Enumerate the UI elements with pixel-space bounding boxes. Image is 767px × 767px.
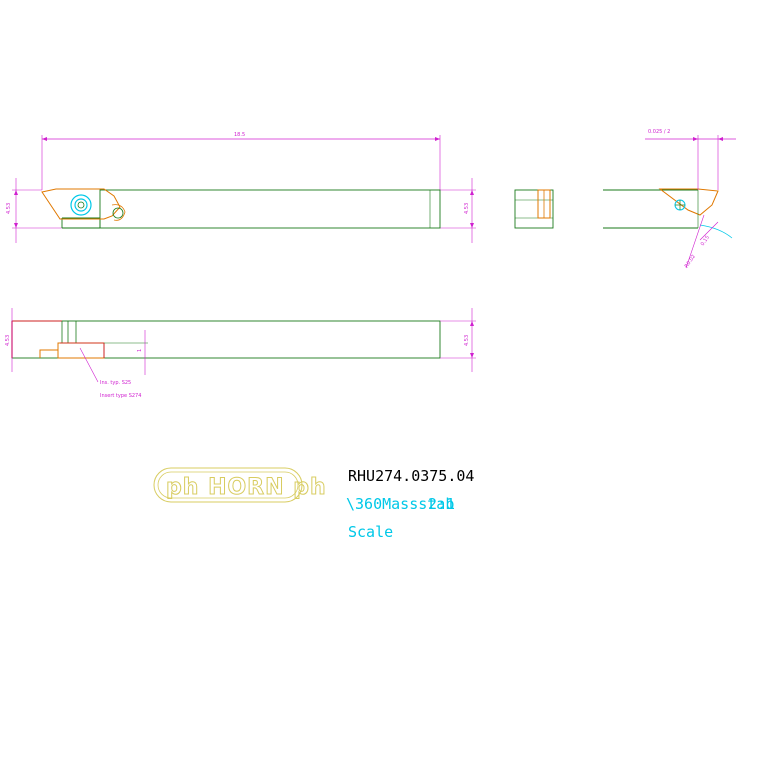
- arrow-up: [14, 190, 18, 195]
- scale-value: 2:1: [428, 495, 455, 513]
- arrow-down: [14, 223, 18, 228]
- title-block: RHU274.0375.04 \360Massstab 2:1 Scale: [346, 467, 474, 541]
- scale-line: \360Massstab: [346, 495, 454, 513]
- top-view: 18.5 4.53 4.53: [6, 132, 476, 243]
- detail-top-label: 0.025 / 2: [648, 129, 670, 135]
- detail-angle-label: 0.15: [700, 235, 711, 248]
- clamp-screw-center: [77, 201, 85, 209]
- side-height-left-label: 4.53: [5, 335, 11, 346]
- note-insert-type-short: Ins. typ. S25: [100, 380, 131, 386]
- note-insert-type-long: Insert type S274: [100, 393, 141, 399]
- detail-view: 0.025 / 2 0.15 R0.02: [603, 129, 736, 269]
- arrow-left: [718, 137, 723, 141]
- clamp-screw-icon: [70, 194, 92, 216]
- arrow-up: [470, 321, 474, 326]
- arrow-down: [470, 353, 474, 358]
- side-small-label: 1: [137, 349, 143, 352]
- side-height-right-label: 4.53: [464, 335, 470, 346]
- height-left-label: 4.53: [6, 203, 12, 214]
- logo-outline: [153, 467, 303, 503]
- detail-radius-label: R0.02: [684, 254, 697, 269]
- clamp-lug-icon: [112, 207, 124, 219]
- end-view: [514, 189, 554, 229]
- arrow-up: [470, 190, 474, 195]
- arrow-down: [470, 223, 474, 228]
- height-right-label: 4.53: [464, 203, 470, 214]
- detail-leader: [685, 214, 705, 269]
- side-view: 1 4.53 4.53 Ins. typ. S25 Insert type S2…: [5, 308, 476, 399]
- detail-leader: [699, 221, 719, 241]
- logo-text: ph HORN ph: [166, 475, 327, 500]
- detail-angle-arc: [699, 224, 733, 239]
- shank-body: [99, 189, 441, 229]
- note-leader: [79, 347, 99, 383]
- length-dimension-label: 18.5: [234, 132, 245, 138]
- insert-clamp: [41, 188, 121, 220]
- arrow-right: [693, 137, 698, 141]
- end-view-body: [514, 189, 554, 229]
- arrow-right: [435, 137, 440, 141]
- clamp-screw-inner: [74, 198, 88, 212]
- detail-insert: [658, 188, 719, 216]
- part-number: RHU274.0375.04: [348, 467, 474, 485]
- horn-logo: ph HORN ph: [153, 467, 327, 503]
- side-insert-tip: [39, 349, 58, 358]
- logo-inner-outline: [157, 471, 299, 499]
- arrow-left: [42, 137, 47, 141]
- scale-label: Scale: [348, 523, 393, 541]
- clamp-lip: [111, 204, 126, 221]
